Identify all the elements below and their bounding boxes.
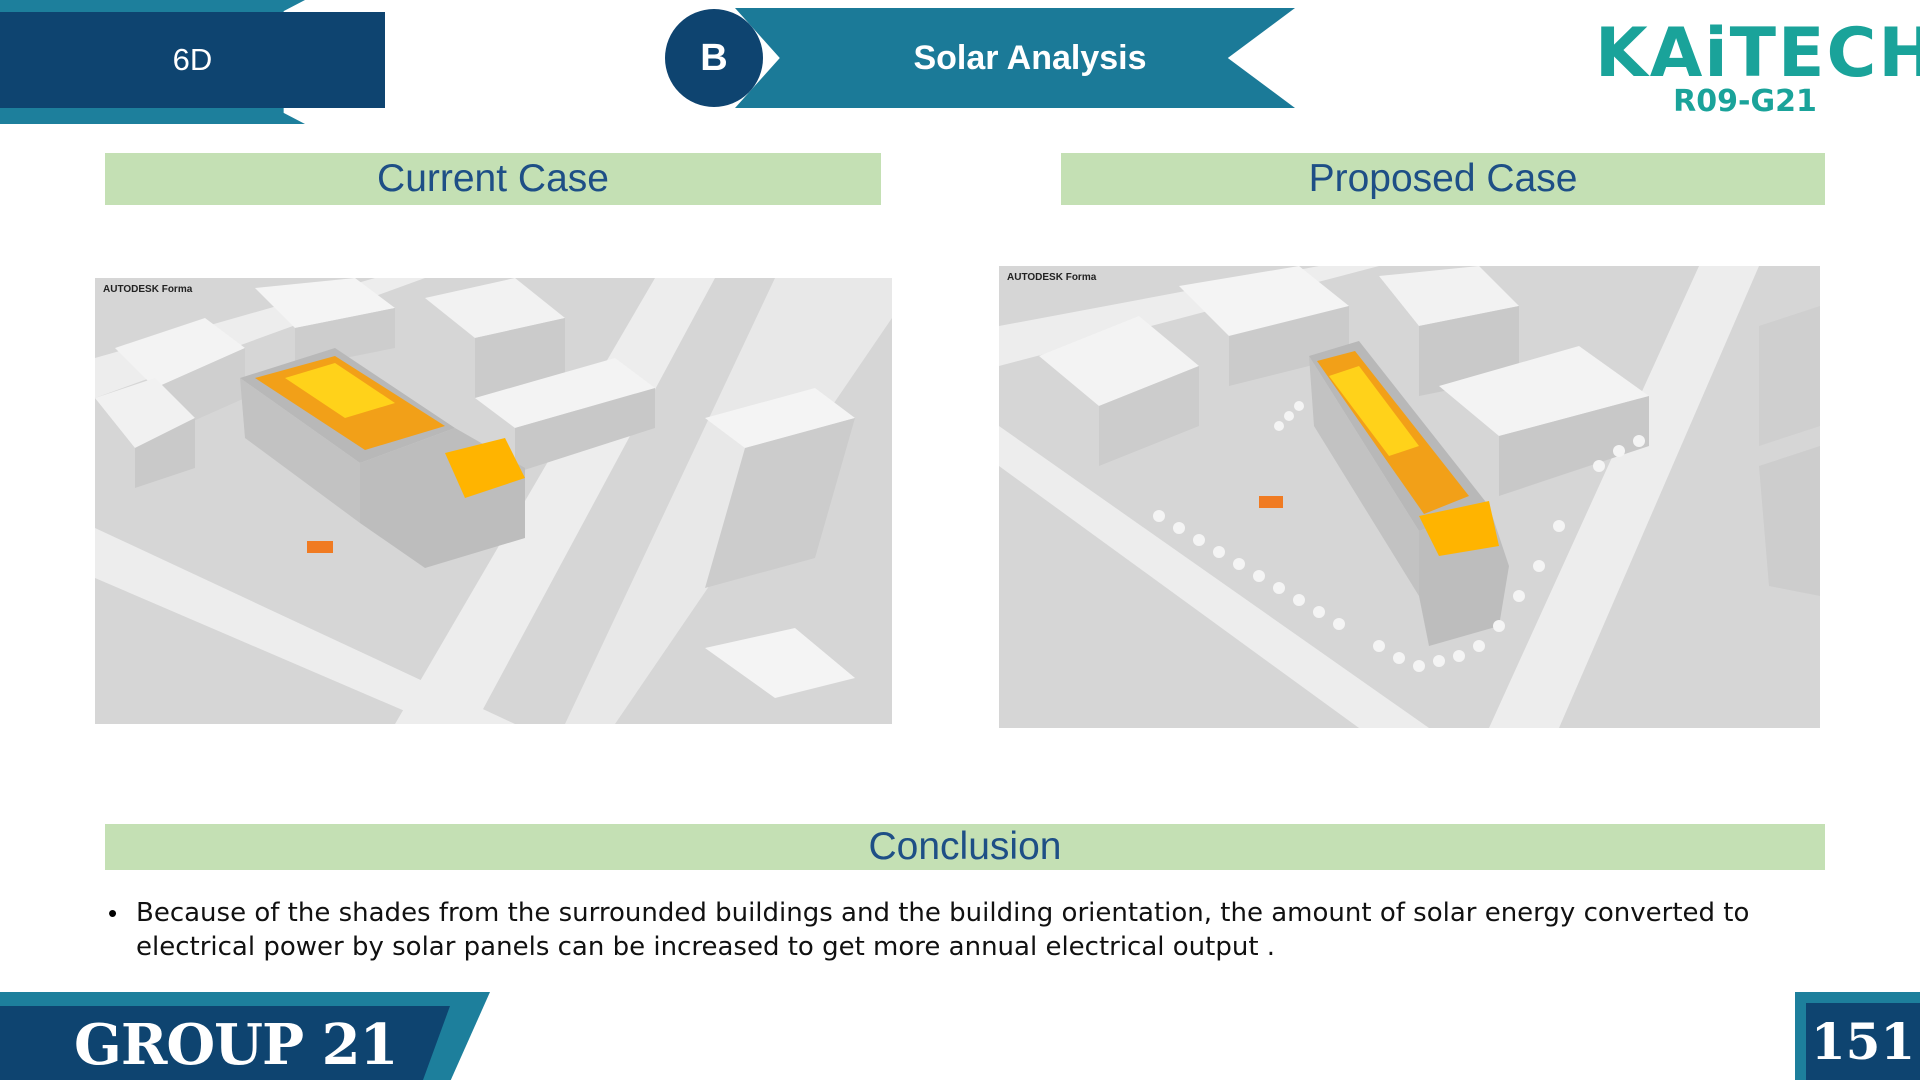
kaitech-logo: KAiTECH [1595,14,1920,93]
page-number: 151 [1810,1012,1916,1071]
conclusion-text: Because of the shades from the surrounde… [136,898,1750,962]
bullet-icon: • [108,898,118,928]
proposed-case-image: AUTODESK Forma [999,266,1820,728]
footer-group-box [0,1006,450,1080]
autodesk-brand: AUTODESK Forma [103,284,193,295]
title-ribbon: Solar Analysis [735,8,1295,108]
slide-title: Solar Analysis [913,38,1147,77]
section-code-box: 6D [0,12,385,108]
current-case-image: AUTODESK Forma [95,278,892,724]
section-badge: B [665,9,763,107]
logo-code: R09-G21 [1673,84,1817,119]
conclusion-heading: Conclusion [868,825,1062,868]
group-label: GROUP 21 [74,1012,399,1078]
page-number-box: 151 [1806,1003,1920,1080]
section-code: 6D [172,42,213,77]
proposed-case-label: Proposed Case [1308,157,1578,200]
autodesk-brand: AUTODESK Forma [1007,272,1097,283]
current-case-label: Current Case [377,157,609,200]
proposed-case-header: Proposed Case [1061,153,1825,205]
proposed-case-render [999,266,1820,728]
badge-letter: B [700,36,728,79]
current-case-render [95,278,892,724]
current-case-header: Current Case [105,153,881,205]
conclusion-header: Conclusion [105,824,1825,870]
